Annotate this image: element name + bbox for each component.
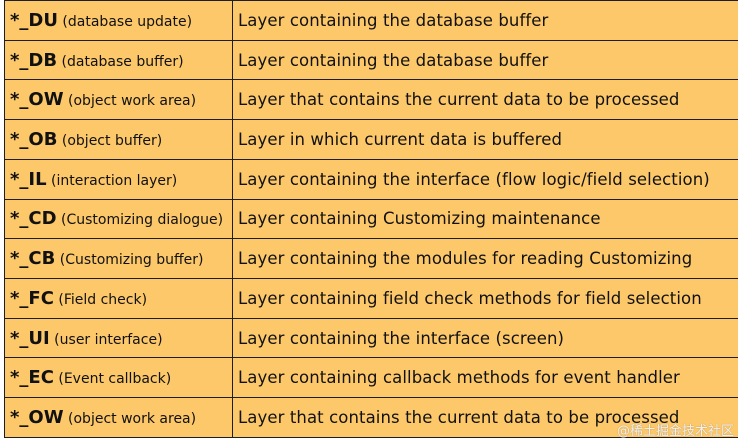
layer-code-cell: *_OW (object work area): [4, 397, 233, 438]
layer-description: Layer containing the interface (flow log…: [232, 158, 738, 200]
layer-code-cell: *_EC (Event callback): [4, 357, 233, 399]
layer-code-cell: *_FC (Field check): [4, 278, 233, 319]
table-row: *_CD (Customizing dialogue) Layer contai…: [4, 198, 738, 240]
layer-code: *_CD: [10, 208, 57, 230]
layer-description: Layer containing Customizing maintenance: [232, 198, 738, 240]
layer-code-cell: *_DU (database update): [4, 0, 233, 41]
layer-gloss: (database buffer): [57, 53, 184, 70]
layer-code-cell: *_CD (Customizing dialogue): [4, 198, 233, 240]
layer-code: *_DU: [10, 9, 58, 31]
table-row: *_FC (Field check) Layer containing fiel…: [4, 278, 738, 319]
table-row: *_OW (object work area) Layer that conta…: [4, 79, 738, 121]
layer-code: *_OB: [10, 129, 58, 151]
layer-gloss: (Field check): [53, 291, 148, 308]
layer-table-body: *_DU (database update) Layer containing …: [4, 0, 738, 438]
layer-gloss: (user interface): [49, 331, 163, 348]
layer-gloss: (database update): [57, 13, 193, 30]
layer-code: *_DB: [10, 49, 58, 71]
layer-code: *_CB: [10, 248, 56, 270]
layer-code: *_UI: [10, 327, 50, 349]
layer-description: Layer containing the database buffer: [232, 39, 738, 81]
layer-description: Layer containing callback methods for ev…: [232, 357, 738, 399]
layer-description: Layer containing the database buffer: [232, 0, 738, 41]
layer-description: Layer that contains the current data to …: [232, 397, 738, 438]
layer-description: Layer containing the modules for reading…: [232, 238, 738, 280]
layer-gloss: (Customizing dialogue): [56, 212, 224, 229]
layer-table: *_DU (database update) Layer containing …: [4, 0, 738, 438]
layer-gloss: (object buffer): [57, 133, 163, 150]
layer-code: *_EC: [10, 367, 54, 389]
layer-gloss: (object work area): [63, 93, 197, 110]
table-row: *_OB (object buffer) Layer in which curr…: [4, 119, 738, 160]
table-row: *_OW (object work area) Layer that conta…: [4, 397, 738, 438]
layer-code-cell: *_DB (database buffer): [4, 39, 233, 81]
layer-code-cell: *_OB (object buffer): [4, 119, 233, 160]
layer-gloss: (Event callback): [53, 371, 172, 388]
layer-table-container: *_DU (database update) Layer containing …: [4, 0, 738, 438]
table-row: *_DB (database buffer) Layer containing …: [4, 39, 738, 81]
layer-code: *_OW: [10, 407, 64, 429]
layer-code: *_FC: [10, 287, 54, 309]
table-row: *_DU (database update) Layer containing …: [4, 0, 738, 41]
table-row: *_UI (user interface) Layer containing t…: [4, 317, 738, 359]
layer-description: Layer that contains the current data to …: [232, 79, 738, 121]
table-row: *_IL (interaction layer) Layer containin…: [4, 158, 738, 200]
layer-code-cell: *_OW (object work area): [4, 79, 233, 121]
layer-code-cell: *_IL (interaction layer): [4, 158, 233, 200]
layer-gloss: (object work area): [63, 411, 197, 428]
table-row: *_CB (Customizing buffer) Layer containi…: [4, 238, 738, 280]
layer-code: *_OW: [10, 89, 64, 111]
table-row: *_EC (Event callback) Layer containing c…: [4, 357, 738, 399]
layer-gloss: (Customizing buffer): [55, 252, 204, 269]
layer-description: Layer containing field check methods for…: [232, 278, 738, 319]
layer-code-cell: *_UI (user interface): [4, 317, 233, 359]
layer-code: *_IL: [10, 168, 47, 190]
layer-code-cell: *_CB (Customizing buffer): [4, 238, 233, 280]
layer-gloss: (interaction layer): [46, 172, 178, 189]
layer-description: Layer containing the interface (screen): [232, 317, 738, 359]
layer-description: Layer in which current data is buffered: [232, 119, 738, 160]
